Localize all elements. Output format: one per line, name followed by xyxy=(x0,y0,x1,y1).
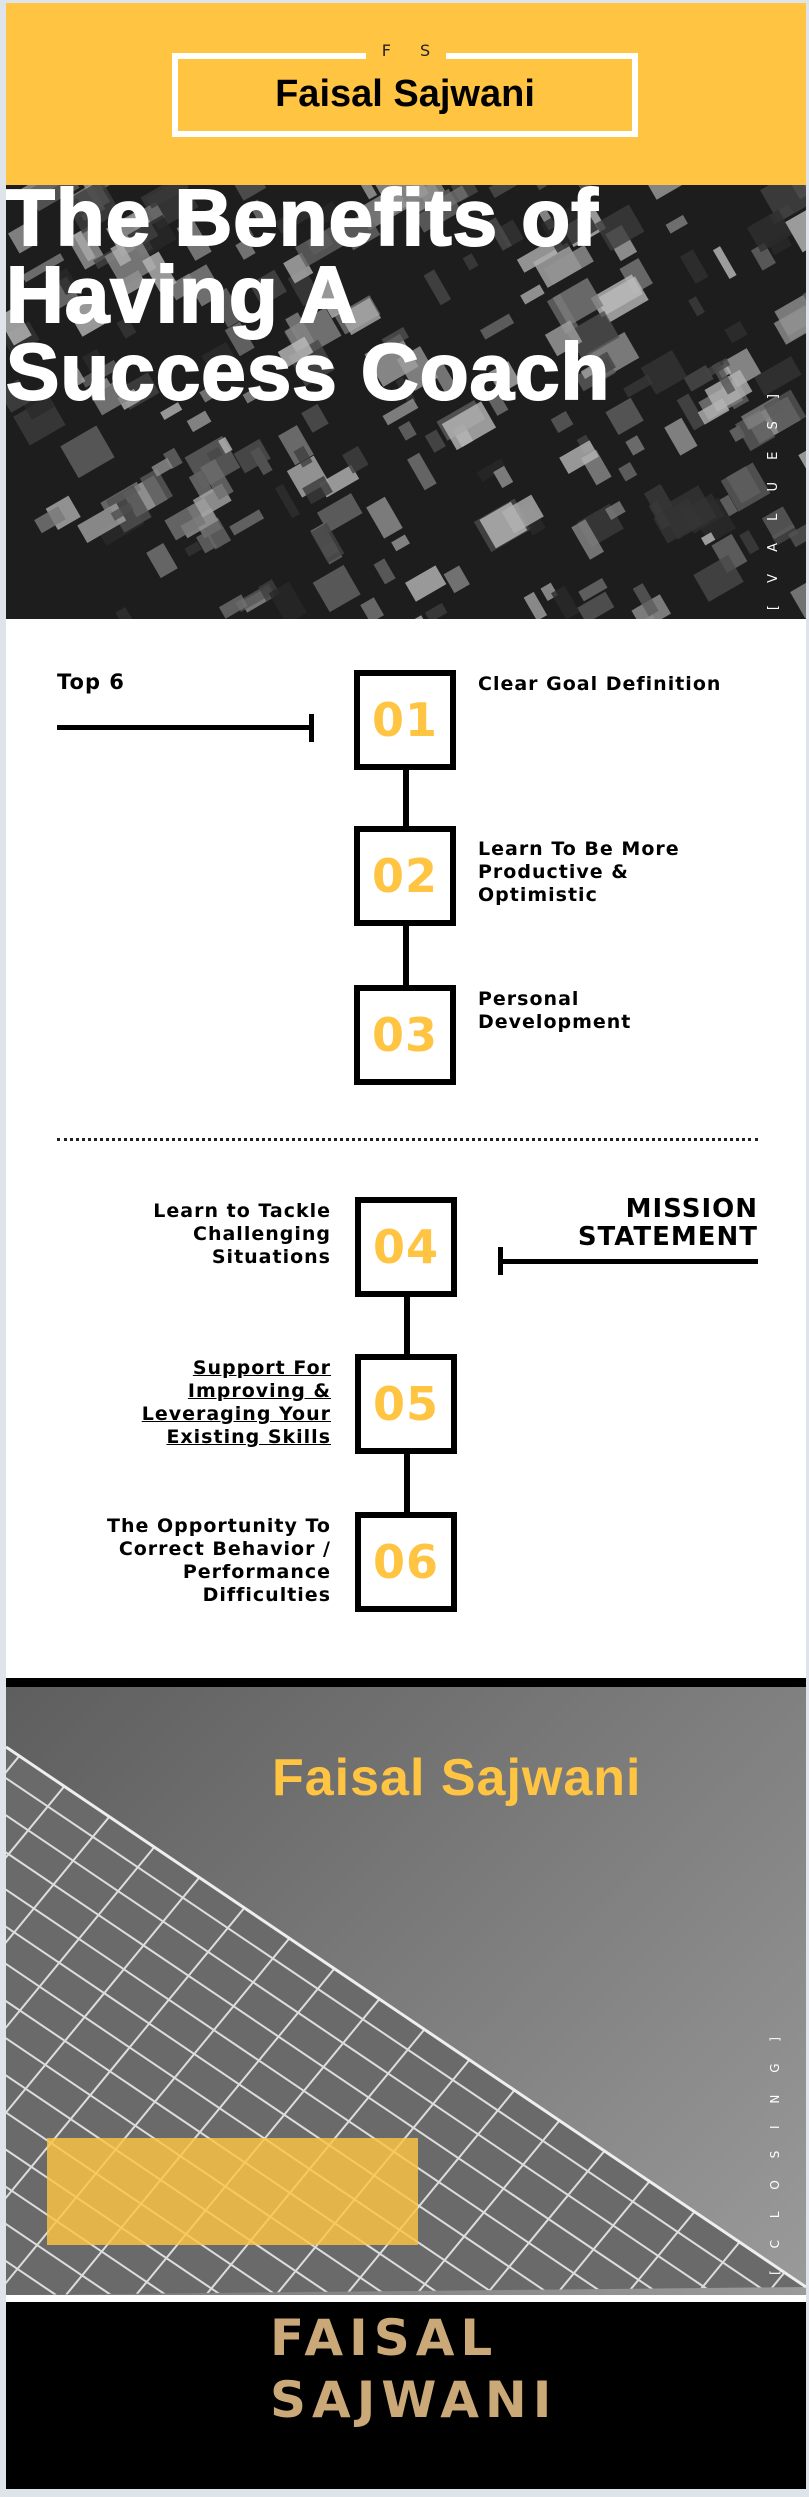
connector xyxy=(404,1450,410,1520)
step-box-03: 03 xyxy=(354,985,456,1085)
section-divider xyxy=(57,1138,758,1141)
footer-name: FAISAL SAJWANI xyxy=(270,2309,558,2429)
values-side-label: [ V A L U E S ] xyxy=(766,385,781,611)
mission-rule xyxy=(498,1259,758,1264)
infographic-page: Faisal Sajwani F S The Benefits of Havin… xyxy=(6,3,806,2489)
header-banner: Faisal Sajwani F S xyxy=(6,3,806,185)
hero-city-image: The Benefits of Having A Success Coach [… xyxy=(6,177,806,619)
step-label-05[interactable]: Support For Improving & Leveraging Your … xyxy=(141,1357,331,1448)
city-aerial-photo xyxy=(6,185,806,619)
monogram: F S xyxy=(366,41,446,65)
closing-name: Faisal Sajwani xyxy=(272,1749,642,1807)
footer-banner xyxy=(6,2302,806,2489)
top-heading: Top 6 xyxy=(57,670,125,694)
divider-bar xyxy=(6,1678,806,1687)
step-box-02: 02 xyxy=(354,826,456,926)
heading-rule xyxy=(57,725,313,730)
connector xyxy=(403,923,409,993)
closing-side-label: [ C L O S I N G ] xyxy=(768,2028,782,2275)
logo-name: Faisal Sajwani xyxy=(275,73,535,115)
step-label-04: Learn to Tackle Challenging Situations xyxy=(153,1200,331,1268)
logo-frame: Faisal Sajwani xyxy=(172,53,638,137)
accent-rectangle xyxy=(47,2138,418,2245)
step-label-03: Personal Development xyxy=(478,988,632,1033)
step-label-02: Learn To Be More Productive & Optimistic xyxy=(478,838,680,906)
mission-heading: MISSION STATEMENT xyxy=(577,1194,758,1252)
rule-tick xyxy=(498,1247,503,1275)
step-box-05: 05 xyxy=(355,1354,457,1454)
step-label-01: Clear Goal Definition xyxy=(478,673,722,695)
rule-tick xyxy=(309,714,314,742)
step-box-01: 01 xyxy=(354,670,456,770)
step-label-06: The Opportunity To Correct Behavior / Pe… xyxy=(107,1515,331,1606)
step-box-06: 06 xyxy=(355,1512,457,1612)
page-title: The Benefits of Having A Success Coach xyxy=(6,173,611,416)
connector xyxy=(403,763,409,833)
connector xyxy=(404,1293,410,1363)
step-box-04: 04 xyxy=(355,1197,457,1297)
